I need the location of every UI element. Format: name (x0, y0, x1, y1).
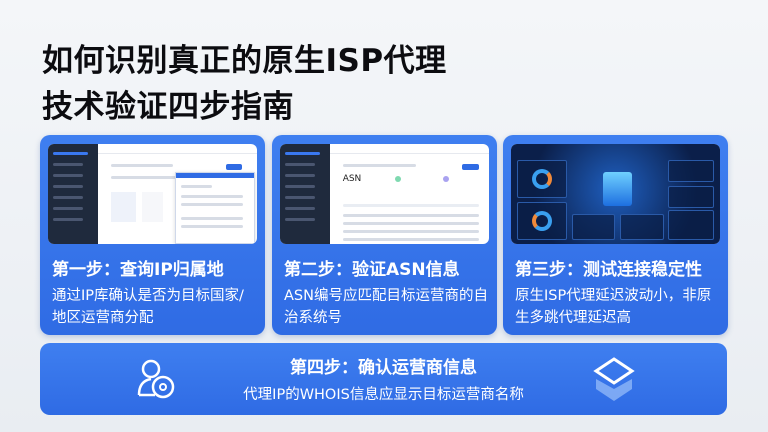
connection-test-dashboard (511, 144, 720, 244)
step-description: 原生ISP代理延迟波动小，非原生多跳代理延迟高 (515, 288, 712, 326)
step-title: 第一步：查询IP归属地 (52, 260, 224, 280)
step-description: 代理IP的WHOIS信息应显示目标运营商名称 (243, 387, 524, 403)
step-card-3: 第三步：测试连接稳定性 原生ISP代理延迟波动小，非原生多跳代理延迟高 (503, 135, 728, 335)
step-card-2: ASN 第二步：验证ASN信息 ASN编号应匹配目标运营商的自治系统号 (272, 135, 497, 335)
page-title: 如何识别真正的原生ISP代理 技术验证四步指南 (42, 43, 447, 125)
asn-label: ASN (342, 174, 362, 184)
layered-box-icon (593, 357, 635, 401)
step-title: 第四步：确认运营商信息 (290, 358, 477, 378)
step-title: 第二步：验证ASN信息 (284, 260, 460, 280)
step-card-1: 第一步：查询IP归属地 通过IP库确认是否为目标国家/地区运营商分配 (40, 135, 265, 335)
step-title: 第三步：测试连接稳定性 (515, 260, 702, 280)
step-description: ASN编号应匹配目标运营商的自治系统号 (284, 288, 488, 326)
user-disc-icon (137, 359, 175, 399)
asn-screenshot: ASN (280, 144, 489, 244)
step-description: 通过IP库确认是否为目标国家/地区运营商分配 (52, 288, 244, 326)
step-card-4: 第四步：确认运营商信息 代理IP的WHOIS信息应显示目标运营商名称 (40, 343, 727, 415)
ip-lookup-screenshot (48, 144, 257, 244)
